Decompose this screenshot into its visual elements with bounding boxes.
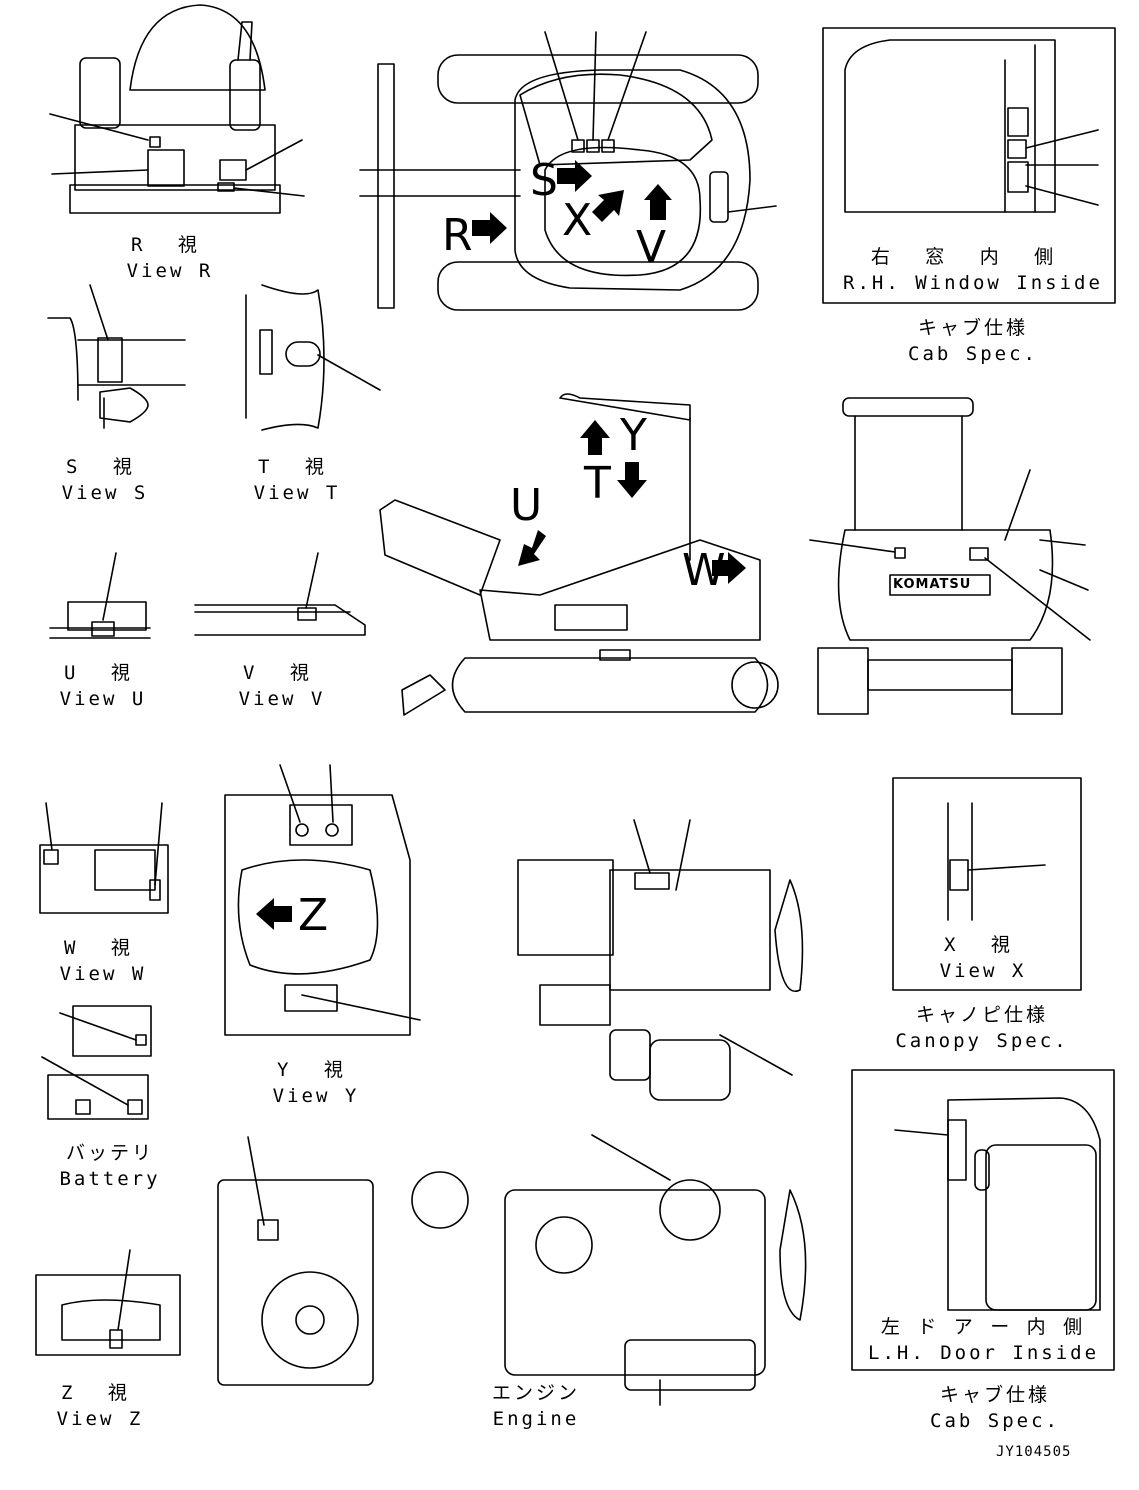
engine-top-drawing [517, 819, 804, 1101]
view-u-drawing [49, 552, 151, 639]
caption-view-w-jp: W 視 [64, 937, 142, 959]
rear-view-drawing [809, 397, 1091, 715]
caption-view-y-jp: Y 視 [277, 1059, 355, 1081]
caption-battery-en: Battery [59, 1168, 161, 1190]
arrow-u-icon [518, 530, 546, 566]
caption-canopy-spec-jp: キャノピ仕様 [915, 1004, 1048, 1026]
caption-view-x-en: View X [939, 960, 1027, 982]
arrow-letter-r: R [442, 210, 473, 261]
arrow-x-icon [592, 190, 624, 222]
arrow-letter-u: U [510, 480, 543, 531]
caption-cab-spec-top-en: Cab Spec. [908, 343, 1038, 365]
caption-view-w-en: View W [59, 963, 147, 985]
arrow-t-icon [580, 420, 610, 455]
view-s-drawing [47, 284, 186, 429]
caption-view-z-jp: Z 視 [61, 1382, 139, 1404]
view-w-drawing [39, 802, 169, 914]
view-x-drawing [892, 777, 1082, 991]
rh-window-frame [822, 27, 1116, 304]
caption-engine: エンジン Engine [476, 1380, 596, 1432]
caption-view-u-en: View U [59, 688, 147, 710]
caption-rh-window-jp: 右 窓 内 側 [870, 246, 1066, 268]
side-view-arrows [518, 420, 746, 584]
caption-view-w: W 視 View W [43, 935, 163, 987]
arrow-letter-x: X [562, 195, 593, 246]
caption-view-s-en: View S [61, 482, 149, 504]
top-view-drawing [359, 31, 777, 311]
caption-view-y: Y 視 View Y [256, 1057, 376, 1109]
view-t-drawing [245, 284, 381, 431]
caption-cab-spec-bottom-jp: キャブ仕様 [939, 1384, 1050, 1406]
caption-view-v-jp: V 視 [243, 662, 321, 684]
arrow-w-icon [712, 552, 746, 584]
arrow-letter-s: S [530, 155, 558, 206]
caption-view-r: R 視 View R [110, 232, 230, 284]
battery-drawing [41, 1005, 152, 1120]
caption-view-r-en: View R [126, 260, 214, 282]
caption-cab-spec-top-jp: キャブ仕様 [917, 317, 1028, 339]
caption-lh-door: 左 ド ア ー 内 側 L.H. Door Inside [868, 1314, 1098, 1366]
arrow-s-icon [557, 160, 592, 192]
caption-view-y-en: View Y [272, 1085, 360, 1107]
caption-view-s: S 視 View S [45, 454, 165, 506]
caption-view-x: X 視 View X [923, 932, 1043, 984]
view-z-drawing [35, 1136, 469, 1386]
arrow-z-icon [256, 898, 292, 930]
caption-engine-en: Engine [492, 1408, 580, 1430]
caption-rh-window: 右 窓 内 側 R.H. Window Inside [843, 244, 1103, 296]
caption-cab-spec-bottom: キャブ仕様 Cab Spec. [910, 1382, 1080, 1434]
caption-view-x-jp: X 視 [944, 934, 1022, 956]
caption-cab-spec-bottom-en: Cab Spec. [930, 1410, 1060, 1432]
arrow-r-icon [472, 212, 507, 244]
view-r-drawing [49, 4, 305, 214]
drawing-code: JY104505 [996, 1444, 1072, 1460]
caption-view-z-en: View Z [56, 1408, 144, 1430]
caption-view-t: T 視 View T [237, 454, 357, 506]
caption-battery-jp: バッテリ [65, 1142, 154, 1164]
caption-lh-door-en: L.H. Door Inside [868, 1342, 1100, 1364]
arrow-letter-z: Z [298, 890, 329, 941]
caption-engine-jp: エンジン [491, 1382, 580, 1404]
brand-label: KOMATSU [893, 577, 972, 592]
arrow-v-icon [644, 184, 672, 220]
caption-view-s-jp: S 視 [66, 456, 144, 478]
engine-front-drawing [504, 1134, 807, 1406]
caption-view-u: U 視 View U [43, 660, 163, 712]
caption-view-v: V 視 View V [222, 660, 342, 712]
arrow-y-icon [617, 462, 647, 498]
caption-canopy-spec-en: Canopy Spec. [895, 1030, 1069, 1052]
caption-view-z: Z 視 View Z [40, 1380, 160, 1432]
caption-lh-door-jp: 左 ド ア ー 内 側 [880, 1316, 1086, 1338]
lh-door-frame [851, 1069, 1115, 1371]
caption-view-u-jp: U 視 [64, 662, 142, 684]
caption-canopy-spec: キャノピ仕様 Canopy Spec. [892, 1002, 1072, 1054]
arrow-letter-t: T [584, 458, 611, 509]
caption-view-t-en: View T [253, 482, 341, 504]
caption-view-t-jp: T 視 [258, 456, 336, 478]
top-view-arrows [472, 160, 672, 244]
side-view-drawing [379, 393, 779, 716]
caption-cab-spec-top: キャブ仕様 Cab Spec. [893, 315, 1053, 367]
view-v-drawing [194, 552, 366, 636]
caption-rh-window-en: R.H. Window Inside [843, 272, 1103, 294]
view-y-arrows [256, 898, 292, 930]
caption-view-v-en: View V [238, 688, 326, 710]
arrow-letter-w: W [682, 545, 726, 596]
arrow-letter-v: V [636, 222, 667, 273]
caption-battery: バッテリ Battery [50, 1140, 170, 1192]
arrow-letter-y: Y [620, 410, 647, 461]
caption-view-r-jp: R 視 [131, 234, 209, 256]
view-y-drawing [224, 764, 421, 1036]
